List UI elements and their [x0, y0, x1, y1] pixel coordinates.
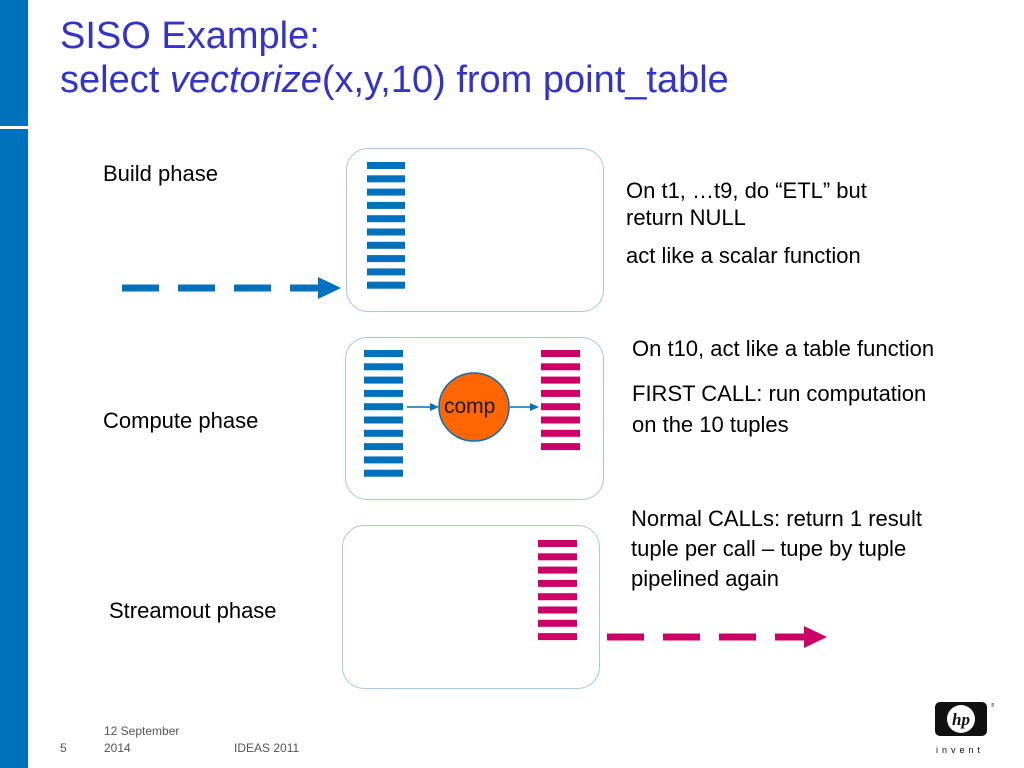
title-line-1: SISO Example: [60, 15, 320, 57]
tuple-bar [364, 363, 403, 371]
tuple-bar [538, 633, 577, 641]
build-note-line1: On t1, …t9, do “ETL” but [626, 178, 867, 203]
streamout-output-arrow [607, 626, 827, 648]
tuple-bar [538, 540, 577, 547]
build-tuple-stack [367, 162, 405, 289]
tuple-bar [538, 553, 577, 561]
slide-title: SISO Example: select vectorize(x,y,10) f… [60, 14, 729, 102]
comp-label: comp [444, 395, 496, 418]
compute-phase-label: Compute phase [103, 408, 259, 433]
streamout-phase-label: Streamout phase [109, 598, 277, 623]
compute-output-tuple-stack [541, 350, 580, 451]
compute-out-arrow [510, 403, 539, 411]
tuple-bar [364, 456, 403, 464]
compute-input-tuple-stack [364, 350, 403, 477]
stream-note-line1: Normal CALLs: return 1 result [631, 506, 922, 531]
tuple-bar [364, 469, 403, 477]
tuple-bar [367, 175, 405, 183]
tuple-bar [538, 566, 577, 574]
compute-in-arrow [407, 403, 439, 411]
title-select: select [60, 59, 170, 101]
title-line-2: select vectorize(x,y,10) from point_tabl… [60, 58, 729, 102]
tuple-bar [364, 376, 403, 384]
tuple-bar [541, 403, 580, 411]
streamout-tuple-stack [538, 540, 577, 641]
tuple-bar [364, 429, 403, 437]
svg-text:hp: hp [952, 710, 970, 729]
compute-note-table: On t10, act like a table function [632, 336, 935, 361]
footer-date-line2: 2014 [104, 741, 131, 755]
svg-text:invent: invent [936, 745, 984, 755]
footer-date-line1: 12 September [104, 724, 180, 738]
tuple-bar [541, 443, 580, 451]
tuple-bar [367, 201, 405, 209]
tuple-bar [541, 429, 580, 437]
compute-note-first-call-1: FIRST CALL: run computation [632, 381, 927, 406]
stream-note-line2: tuple per call – tupe by tuple [631, 536, 907, 561]
tuple-bar [367, 162, 405, 169]
footer-event: IDEAS 2011 [234, 741, 300, 755]
tuple-bar [538, 593, 577, 601]
comp-node [438, 372, 510, 442]
tuple-bar [538, 579, 577, 587]
hp-logo: hp ® invent [935, 702, 994, 755]
tuple-bar [541, 363, 580, 371]
tuple-bar [541, 416, 580, 424]
tuple-bar [364, 350, 403, 357]
left-accent-bar-bottom [0, 129, 28, 768]
tuple-bar [367, 188, 405, 196]
tuple-bar [367, 241, 405, 249]
slide-number: 5 [60, 741, 67, 755]
tuple-bar [367, 228, 405, 236]
svg-text:®: ® [991, 702, 994, 709]
stream-note-line3: pipelined again [631, 566, 780, 591]
build-input-arrow [122, 277, 341, 299]
compute-note-first-call-2: on the 10 tuples [632, 412, 789, 437]
tuple-bar [538, 606, 577, 614]
left-accent-bar-top [0, 0, 28, 126]
build-note-line2: return NULL [626, 205, 746, 230]
tuple-bar [541, 376, 580, 384]
tuple-bar [367, 255, 405, 263]
tuple-bar [541, 350, 580, 357]
build-phase-label: Build phase [103, 161, 218, 186]
tuple-bar [367, 215, 405, 223]
tuple-bar [538, 619, 577, 627]
tuple-bar [367, 268, 405, 276]
title-args: (x,y,10) from point_table [321, 59, 729, 101]
title-vectorize: vectorize [169, 59, 322, 101]
tuple-bar [364, 443, 403, 451]
tuple-bar [367, 281, 405, 289]
tuple-bar [364, 389, 403, 397]
tuple-bar [541, 389, 580, 397]
build-note-scalar: act like a scalar function [626, 243, 861, 268]
tuple-bar [364, 416, 403, 424]
tuple-bar [364, 403, 403, 411]
